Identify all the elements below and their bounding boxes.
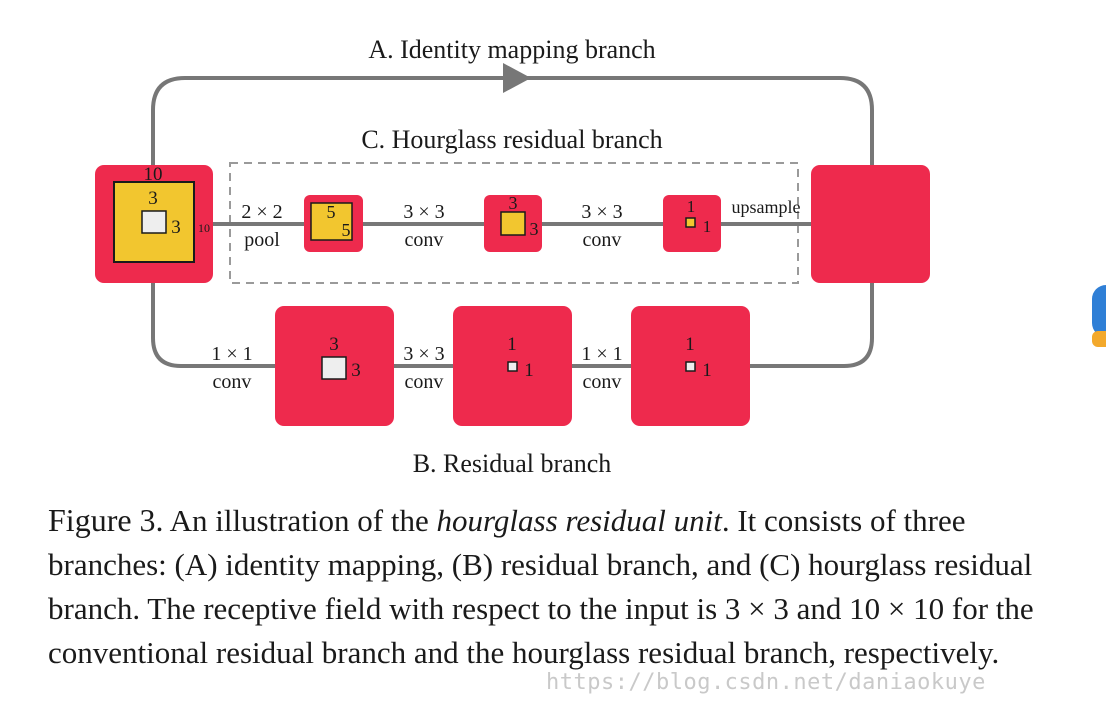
input-outer-size-side: 10 [198,221,210,235]
hourglass-op-conv2-bottom: conv [583,229,622,251]
input-receptive-field-3 [141,210,167,234]
residual-op-1-bottom: conv [213,371,252,393]
hourglass-block-conv1-side: 3 [530,219,539,239]
hourglass-op-conv1-top: 3 × 3 [403,201,444,223]
hourglass-block-pooled-side: 5 [342,220,351,240]
figure-label: Figure 3. [48,502,164,538]
residual-op-2-top: 3 × 3 [403,343,444,365]
hourglass-op-pool-top: 2 × 2 [241,201,282,223]
hourglass-block-pooled-top: 5 [327,202,336,222]
caption-part2: . It consists of three branches: (A) ide… [48,503,1034,670]
hourglass-branch-label: C. Hourglass residual branch [361,125,662,154]
residual-block-3-side: 1 [702,360,712,381]
caption-emphasis: hourglass residual unit [436,503,722,538]
residual-block-2-top: 1 [507,334,517,355]
residual-block-2-side: 1 [524,360,534,381]
residual-branch-label: B. Residual branch [413,449,612,478]
input-receptive-field-10 [113,181,195,263]
hourglass-op-pool-bottom: pool [244,229,280,251]
figure-caption: Figure 3. An illustration of the hourgla… [48,498,1048,675]
caption-part1: An illustration of the [163,503,437,538]
residual-block-3-top: 1 [685,334,695,355]
residual-block-3-field [685,361,696,372]
hourglass-block-conv2-field [685,217,696,228]
hourglass-op-conv2-top: 3 × 3 [581,201,622,223]
hourglass-op-upsample: upsample [732,197,801,217]
residual-op-3-top: 1 × 1 [581,343,622,365]
floating-widget-icon[interactable] [1092,285,1106,355]
hourglass-block-conv2-top: 1 [687,197,696,216]
input-inner-size-top: 3 [148,188,158,209]
residual-op-1-top: 1 × 1 [211,343,252,365]
identity-branch-label: A. Identity mapping branch [368,35,655,64]
residual-block-1-top: 3 [329,334,339,355]
residual-block-1-field [321,356,347,380]
identity-arrowhead [503,63,531,93]
input-inner-size-side: 3 [171,217,181,238]
hourglass-block-conv1-top: 3 [509,193,518,213]
hourglass-block-conv2-side: 1 [703,217,712,236]
hourglass-block-pooled-field [310,202,353,241]
residual-op-2-bottom: conv [405,371,444,393]
output-block [811,165,930,283]
hourglass-op-conv1-bottom: conv [405,229,444,251]
input-outer-size-top: 10 [144,164,163,185]
watermark-url: https://blog.csdn.net/daniaokuye [546,670,986,695]
hourglass-block-conv1-field [500,211,526,236]
residual-op-3-bottom: conv [583,371,622,393]
residual-block-1-side: 3 [351,360,361,381]
residual-block-2-field [507,361,518,372]
